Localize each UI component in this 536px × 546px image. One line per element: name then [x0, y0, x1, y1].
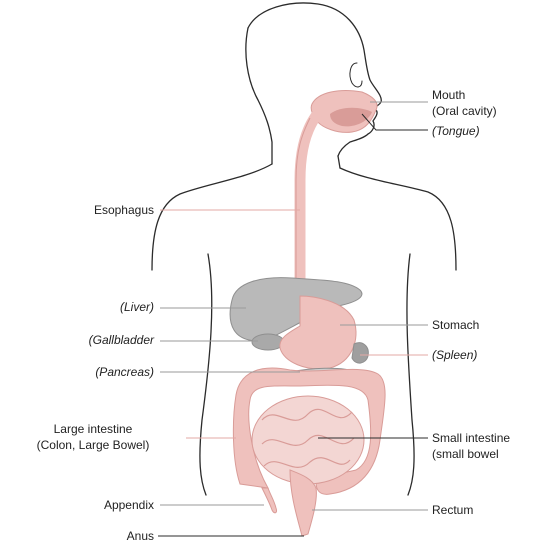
- esophagus-tube: [300, 116, 316, 300]
- mouth-and-esophagus: [296, 91, 377, 301]
- appendix-shape: [262, 488, 277, 513]
- right-shoulder: [340, 168, 456, 270]
- label-esophagus: Esophagus: [94, 203, 154, 218]
- label-mouth: Mouth: [432, 88, 465, 103]
- left-shoulder: [152, 164, 272, 270]
- label-large-intestine: Large intestine: [0, 422, 186, 437]
- gallbladder-shape: [252, 334, 284, 350]
- spleen-shape: [352, 343, 368, 363]
- label-stomach: Stomach: [432, 318, 479, 333]
- left-waist: [200, 254, 212, 495]
- label-tongue: (Tongue): [432, 124, 480, 139]
- right-waist: [407, 254, 414, 495]
- label-anus: Anus: [127, 529, 154, 544]
- back-of-head: [246, 28, 272, 164]
- label-gallbladder: (Gallbladder: [89, 333, 154, 348]
- label-colon: (Colon, Large Bowel): [0, 438, 186, 453]
- ear: [350, 63, 362, 87]
- label-small-intestine: Small intestine: [432, 431, 510, 446]
- label-oral-cavity: (Oral cavity): [432, 104, 497, 119]
- head-outline: [248, 3, 381, 156]
- label-rectum: Rectum: [432, 503, 473, 518]
- neck-front: [338, 156, 340, 168]
- label-liver: (Liver): [120, 300, 154, 315]
- label-small-bowel: (small bowel: [432, 447, 499, 462]
- label-pancreas: (Pancreas): [95, 365, 154, 380]
- label-spleen: (Spleen): [432, 348, 477, 363]
- label-appendix: Appendix: [104, 498, 154, 513]
- small-intestine-shape: [252, 396, 364, 484]
